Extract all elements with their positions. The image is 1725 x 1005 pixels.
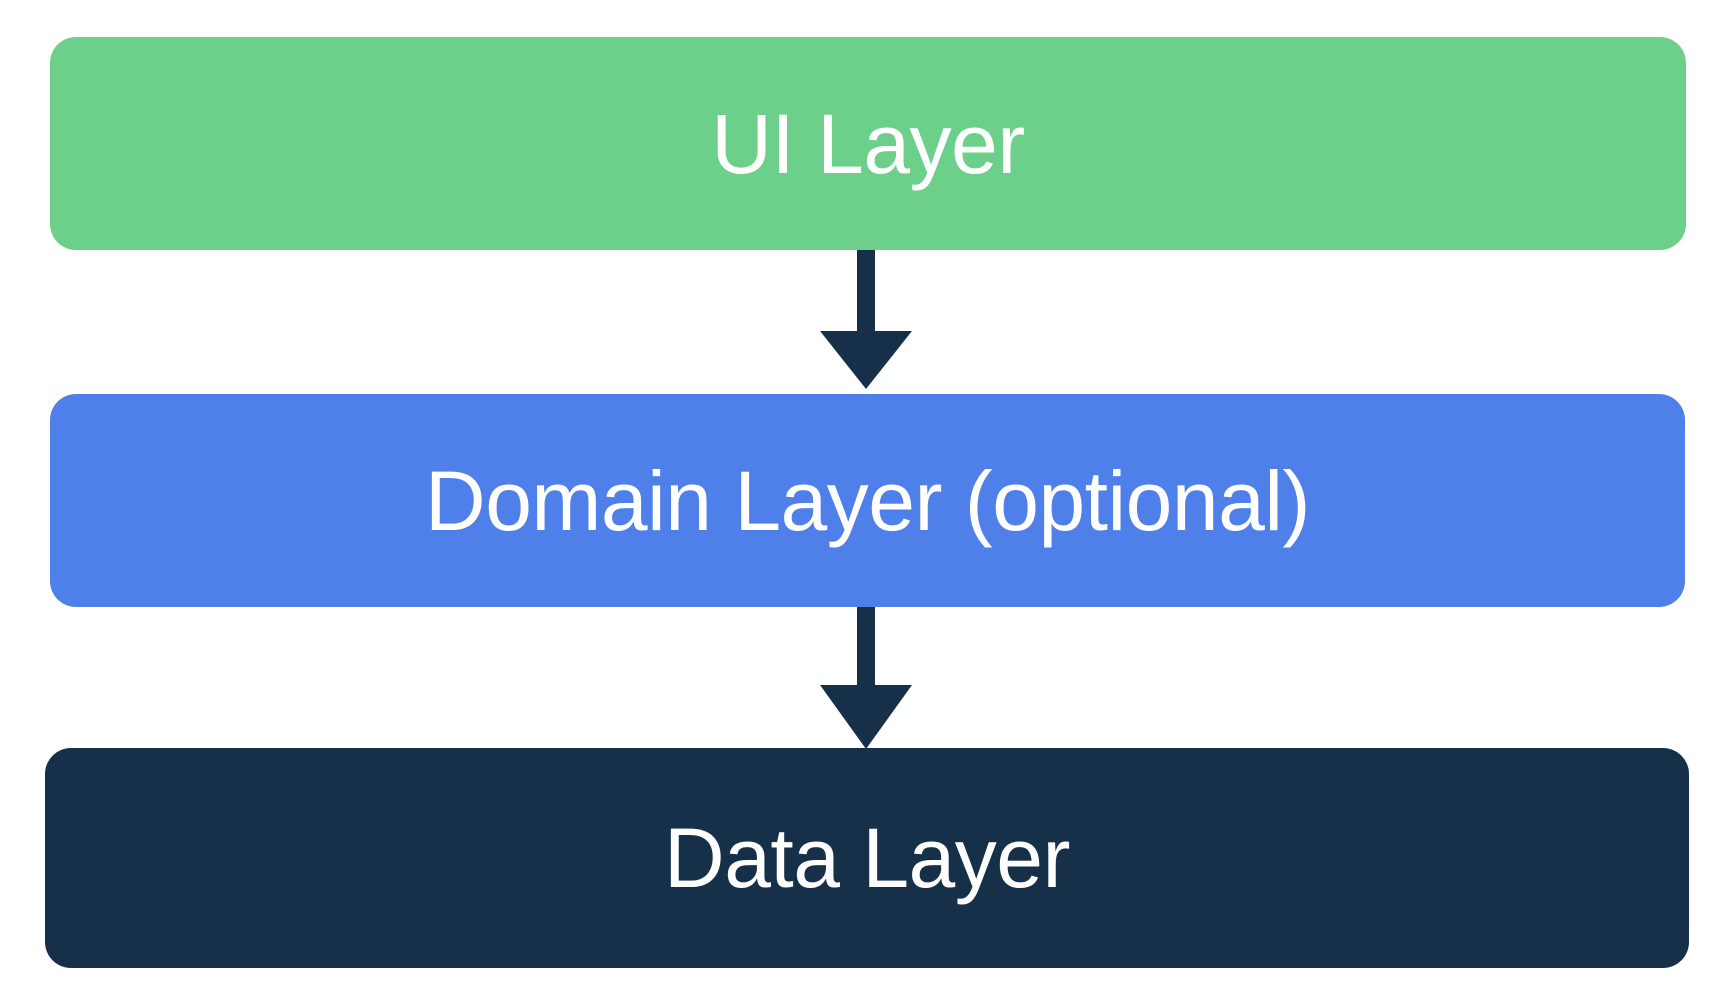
domain-layer-box[interactable]: Domain Layer (optional) <box>50 394 1685 607</box>
domain-layer-label: Domain Layer (optional) <box>425 453 1310 548</box>
data-layer-box[interactable]: Data Layer <box>45 748 1689 968</box>
ui-layer-label: UI Layer <box>711 96 1025 191</box>
ui-layer-box[interactable]: UI Layer <box>50 37 1686 250</box>
data-layer-label: Data Layer <box>664 811 1070 905</box>
